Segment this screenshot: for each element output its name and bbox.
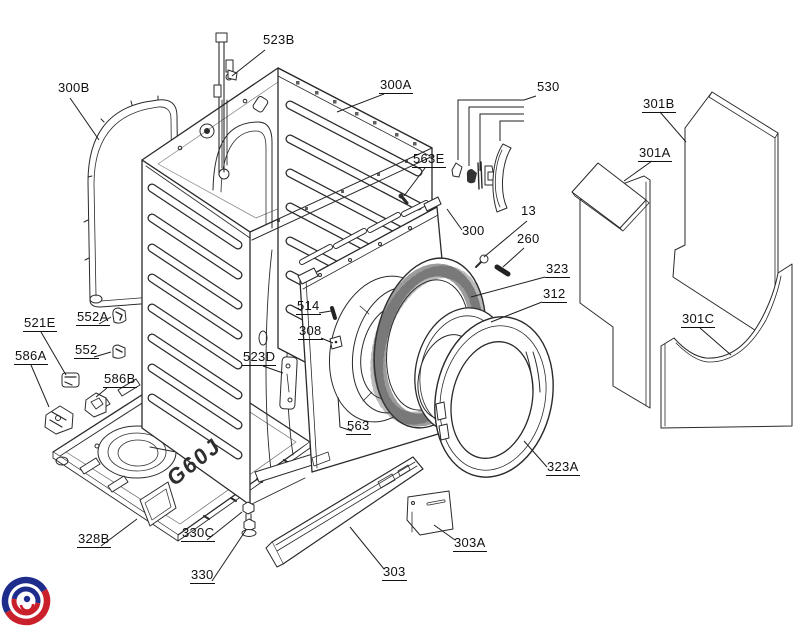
bracket-523D <box>279 356 298 410</box>
part-label-328B: 328B <box>77 531 111 548</box>
part-label-301B: 301B <box>642 96 676 113</box>
screw-13 <box>475 254 489 268</box>
clip-552 <box>112 344 126 359</box>
part-label-514: 514 <box>296 298 321 315</box>
foot-330C <box>242 501 255 522</box>
part-label-330C: 330C <box>181 525 216 542</box>
part-label-330: 330 <box>190 567 215 584</box>
part-label-552A: 552A <box>76 309 110 326</box>
rear-panels-301 <box>571 91 793 429</box>
part-label-530: 530 <box>537 79 560 94</box>
screw-563E <box>398 193 409 205</box>
part-label-563: 563 <box>346 418 371 435</box>
plinth-303 <box>265 456 424 568</box>
swirl-logo <box>1 576 51 626</box>
part-label-586A: 586A <box>14 348 48 365</box>
bracket-586B <box>84 392 107 418</box>
hinge-piece-308 <box>329 335 343 350</box>
part-label-300A: 300A <box>379 77 413 94</box>
latch-586A <box>44 405 74 435</box>
foot-330 <box>241 518 257 537</box>
pin-514 <box>330 306 337 320</box>
door-frame-323A <box>434 316 554 478</box>
part-label-523D: 523D <box>242 349 277 366</box>
plinth-bracket-303A <box>406 490 454 536</box>
part-label-308: 308 <box>298 323 323 340</box>
pin-260 <box>494 264 511 277</box>
part-label-303A: 303A <box>453 535 487 552</box>
part-label-301A: 301A <box>638 145 672 162</box>
part-label-300B: 300B <box>58 80 90 95</box>
part-label-300: 300 <box>462 223 485 238</box>
part-label-563E: 563E <box>412 151 446 168</box>
part-label-521E: 521E <box>23 315 57 332</box>
clip-521E <box>61 372 80 388</box>
part-label-260: 260 <box>517 231 540 246</box>
part-label-523B: 523B <box>263 32 295 47</box>
part-label-13: 13 <box>521 203 537 218</box>
handle-kit-530 <box>451 143 512 213</box>
part-label-323: 323 <box>545 261 570 278</box>
part-label-323A: 323A <box>546 459 580 476</box>
leader-lines <box>30 49 732 582</box>
part-label-303: 303 <box>382 564 407 581</box>
part-label-312: 312 <box>542 286 567 303</box>
part-label-586B: 586B <box>103 371 137 388</box>
left-panel-vent-slots <box>147 183 243 460</box>
clip-552A <box>112 307 127 324</box>
part-label-301C: 301C <box>681 311 716 328</box>
part-label-552: 552 <box>74 342 99 359</box>
